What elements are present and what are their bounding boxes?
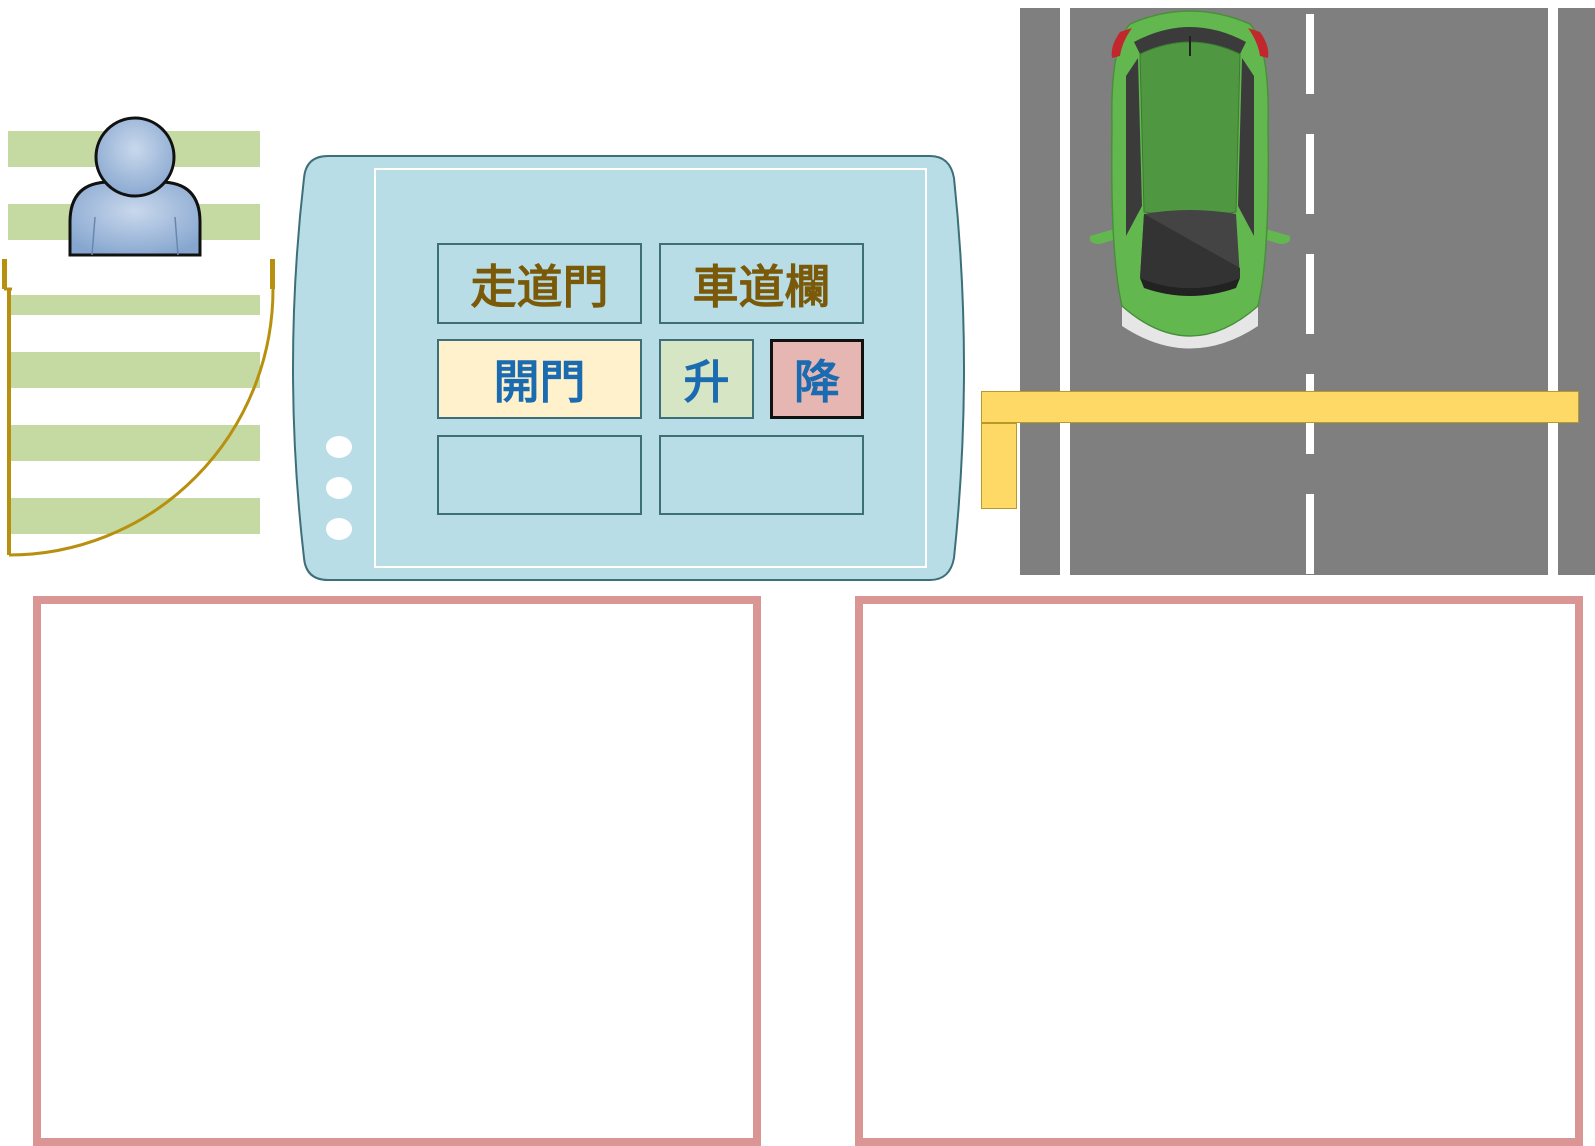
barrier-post xyxy=(981,423,1017,509)
barrier-status-slot xyxy=(659,435,864,515)
tablet-screen xyxy=(374,168,927,568)
raise-barrier-button[interactable]: 升 xyxy=(659,339,754,419)
walkway-status-slot xyxy=(437,435,642,515)
lane-dash xyxy=(1306,254,1314,334)
road xyxy=(1020,8,1595,575)
lane-dash xyxy=(1306,134,1314,214)
crosswalk-stripe xyxy=(8,295,260,315)
person-icon xyxy=(68,116,202,257)
indicator-dot xyxy=(326,477,352,499)
crosswalk-stripe xyxy=(8,498,260,534)
open-gate-button[interactable]: 開門 xyxy=(437,339,642,419)
car-icon xyxy=(1090,10,1290,349)
lower-barrier-button[interactable]: 降 xyxy=(770,339,864,419)
indicator-dot xyxy=(326,518,352,540)
lane-edge-line xyxy=(1060,8,1070,575)
lane-edge-line xyxy=(1548,8,1558,575)
crosswalk-stripe xyxy=(8,425,260,461)
vehicle-barrier-header: 車道欄 xyxy=(659,243,864,324)
barrier-arm-icon xyxy=(981,391,1579,423)
crosswalk-stripe xyxy=(8,352,260,388)
lane-dash xyxy=(1306,494,1314,574)
lane-dash xyxy=(1306,14,1314,94)
walkway-gate-header: 走道門 xyxy=(437,243,642,324)
indicator-dot xyxy=(326,436,352,458)
swing-gate-icon xyxy=(2,259,275,557)
barrier-output-panel xyxy=(855,596,1583,1146)
walkway-output-panel xyxy=(33,596,761,1146)
